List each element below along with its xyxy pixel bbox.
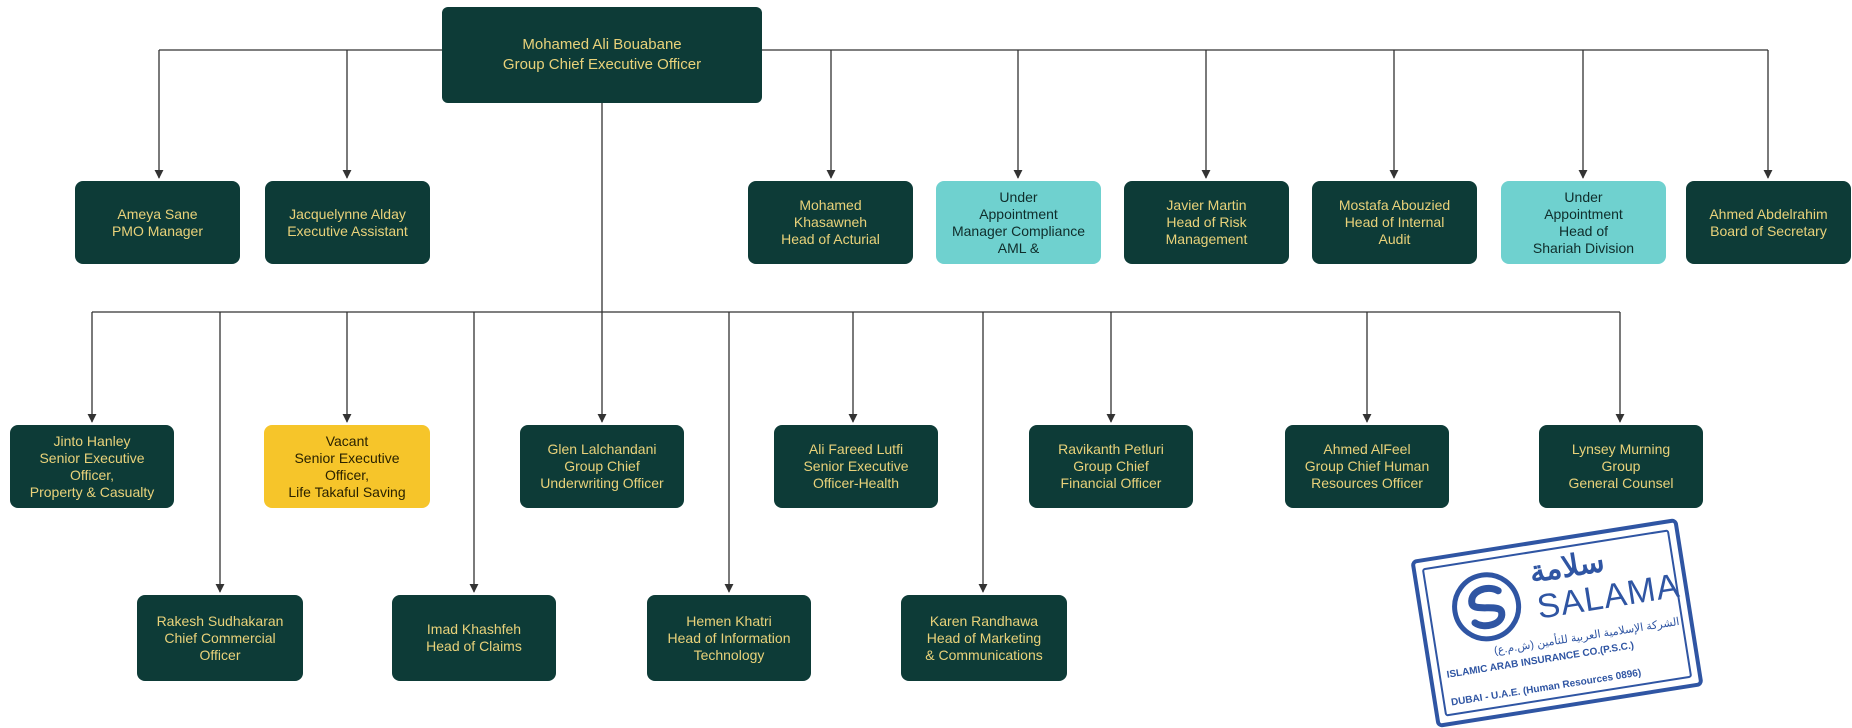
role-text: AML & <box>997 239 1040 256</box>
box-hemen-khatri[interactable]: Hemen Khatri Head of Information Technol… <box>647 595 811 681</box>
role-text: Executive Assistant <box>287 222 408 239</box>
box-ameya-sane[interactable]: Ameya Sane PMO Manager <box>75 181 240 264</box>
role-text: Head of Risk <box>1166 214 1247 230</box>
name-text: Appointment <box>1544 205 1623 222</box>
role-text: PMO Manager <box>111 222 204 239</box>
role-text: Technology <box>693 646 765 663</box>
role-text: Head of Acturial <box>781 231 880 247</box>
role-text: Head of <box>1558 222 1609 239</box>
name-text: Javier Martin <box>1166 197 1247 213</box>
box-compliance-aml[interactable]: Under Appointment Manager Compliance AML… <box>936 181 1101 264</box>
salama-logo-icon <box>1452 572 1522 642</box>
box-mostafa-abouzied[interactable]: Mostafa Abouzied Head of Internal Audit <box>1312 181 1477 264</box>
role-text: Management <box>1165 231 1248 247</box>
role-text: Group Chief Human <box>1304 458 1430 474</box>
ceo-box[interactable]: Mohamed Ali Bouabane Group Chief Executi… <box>442 7 762 103</box>
box-ahmed-alfeel[interactable]: Ahmed AlFeel Group Chief Human Resources… <box>1285 425 1449 508</box>
name-text: Mostafa Abouzied <box>1338 197 1451 213</box>
box-vacant-life-takaful[interactable]: Vacant Senior Executive Officer, Life Ta… <box>264 425 430 508</box>
role-text: Shariah Division <box>1532 239 1635 256</box>
name-text: Glen Lalchandani <box>547 441 657 457</box>
name-text: Ahmed AlFeel <box>1323 441 1411 457</box>
box-shariah-division[interactable]: Under Appointment Head of Shariah Divisi… <box>1501 181 1666 264</box>
name-text: Hemen Khatri <box>686 612 772 629</box>
name-text: Appointment <box>979 205 1058 222</box>
role-text: Property & Casualty <box>29 483 155 500</box>
role-text: Board of Secretary <box>1710 222 1827 239</box>
name-text: Karen Randhawa <box>929 612 1039 629</box>
role-text: Financial Officer <box>1060 475 1162 491</box>
role-text: General Counsel <box>1568 475 1674 491</box>
role-text: Group <box>1601 458 1641 474</box>
box-rakesh-sudhakaran[interactable]: Rakesh Sudhakaran Chief Commercial Offic… <box>137 595 303 681</box>
name-text: Rakesh Sudhakaran <box>156 612 284 629</box>
box-javier-martin[interactable]: Javier Martin Head of Risk Management <box>1124 181 1289 264</box>
role-text: Officer-Health <box>812 475 900 491</box>
name-text: Khasawneh <box>793 214 868 230</box>
role-text: Resources Officer <box>1311 475 1423 491</box>
role-text: Officer <box>199 646 241 663</box>
box-ahmed-abdelrahim[interactable]: Ahmed Abdelrahim Board of Secretary <box>1686 181 1851 264</box>
role-text: Head of Marketing <box>926 629 1042 646</box>
name-text: Under <box>1564 188 1603 205</box>
role-text: Group Chief <box>1073 458 1149 474</box>
name-text: Under <box>999 188 1038 205</box>
role-text: Head of Information <box>667 629 791 646</box>
role-text: Senior Executive <box>803 458 909 474</box>
name-text: Ravikanth Petluri <box>1058 441 1164 457</box>
role-text: Senior Executive <box>39 449 145 466</box>
role-text: Audit <box>1378 231 1411 247</box>
name-text: Vacant <box>325 432 369 449</box>
name-text: Imad Khashfeh <box>426 621 522 637</box>
role-text: Underwriting Officer <box>540 475 664 491</box>
box-karen-randhawa[interactable]: Karen Randhawa Head of Marketing & Commu… <box>901 595 1067 681</box>
role-text: Head of Internal <box>1344 214 1445 230</box>
box-mohamed-khasawneh[interactable]: Mohamed Khasawneh Head of Acturial <box>748 181 913 264</box>
company-stamp: سلامة SALAMA الشركة الإسلامية العربية لل… <box>1410 517 1704 728</box>
role-text: Manager Compliance <box>951 222 1086 239</box>
role-text: Chief Commercial <box>164 629 276 646</box>
ceo-name: Mohamed Ali Bouabane <box>522 36 682 53</box>
name-text: Jacquelynne Alday <box>289 205 406 222</box>
ceo-title: Group Chief Executive Officer <box>502 56 702 73</box>
role-text: Group Chief <box>564 458 640 474</box>
name-text: Ameya Sane <box>117 205 198 222</box>
box-lynsey-murning[interactable]: Lynsey Murning Group General Counsel <box>1539 425 1703 508</box>
box-glen-lalchandani[interactable]: Glen Lalchandani Group Chief Underwritin… <box>520 425 684 508</box>
box-jinto-hanley[interactable]: Jinto Hanley Senior Executive Officer, P… <box>10 425 174 508</box>
name-text: Mohamed <box>799 197 862 213</box>
box-ravikanth-petluri[interactable]: Ravikanth Petluri Group Chief Financial … <box>1029 425 1193 508</box>
name-text: Ali Fareed Lutfi <box>808 441 904 457</box>
role-text: Officer, <box>69 466 115 483</box>
role-text: Officer, <box>324 466 370 483</box>
role-text: & Communications <box>925 646 1043 663</box>
name-text: Jinto Hanley <box>53 432 131 449</box>
box-imad-khashfeh[interactable]: Imad Khashfeh Head of Claims <box>392 595 556 681</box>
role-text: Senior Executive <box>294 449 400 466</box>
name-text: Ahmed Abdelrahim <box>1709 205 1828 222</box>
role-text: Life Takaful Saving <box>288 483 406 500</box>
role-text: Head of Claims <box>426 638 522 654</box>
name-text: Lynsey Murning <box>1571 441 1671 457</box>
box-jacquelynne-alday[interactable]: Jacquelynne Alday Executive Assistant <box>265 181 430 264</box>
box-ali-fareed-lutfi[interactable]: Ali Fareed Lutfi Senior Executive Office… <box>774 425 938 508</box>
